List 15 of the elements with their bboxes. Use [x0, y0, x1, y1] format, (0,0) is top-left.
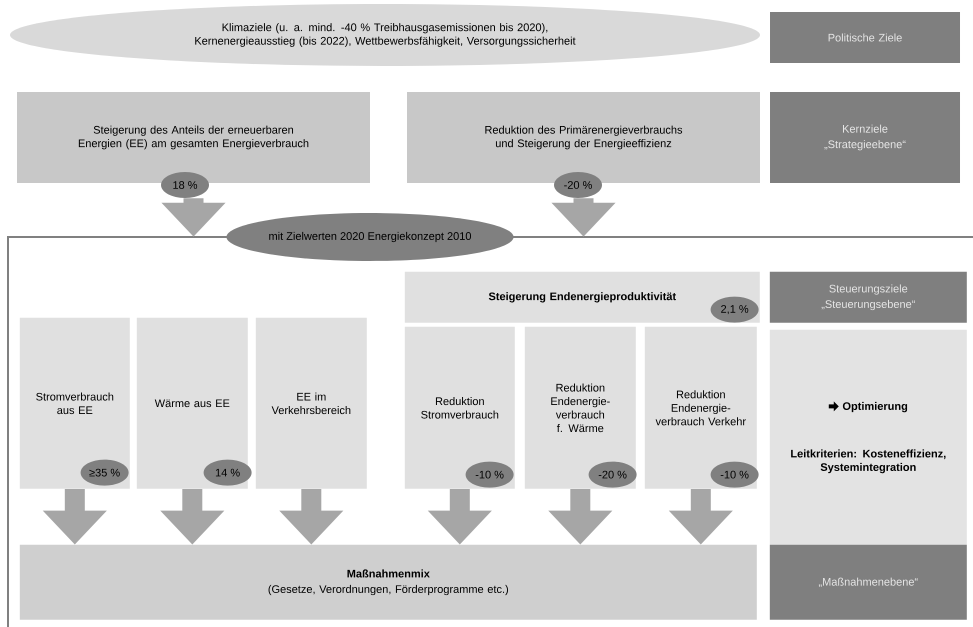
percentage-badge: -20 %: [554, 172, 602, 198]
level-box: Steuerungsziele „Steuerungsebene“: [770, 272, 967, 323]
text-box: Reduktion Endenergie-verbrauch Verkehr -10 %: [644, 326, 759, 489]
text-box: Wärme aus EE 14 %: [136, 318, 252, 489]
text-box: Stromverbrauch aus EE ≥35 %: [20, 318, 130, 489]
level-box: Politische Ziele: [770, 12, 960, 63]
measures-box: Maßnahmenmix (Gesetze, Verordnungen, Förderprogramme etc.): [20, 544, 757, 620]
criteria-box: Optimierung Leitkriterien: Kosteneffizienz, Systemintegration: [770, 330, 967, 545]
level-box: „Maßnahmenebene“: [770, 544, 967, 620]
text-box: Reduktion Endenergie-verbrauch f. Wärme -20 %: [524, 326, 637, 489]
percentage-badge: 18 %: [161, 172, 209, 198]
target-box: Steigerung Endenergieproduktivität 2,1 %: [404, 272, 760, 323]
text-box: Reduktion Stromverbrauch -10 %: [404, 326, 515, 489]
text-box: EE im Verkehrsbereich: [256, 318, 367, 489]
level-box: Kernziele „Strategieebene“: [770, 92, 960, 183]
